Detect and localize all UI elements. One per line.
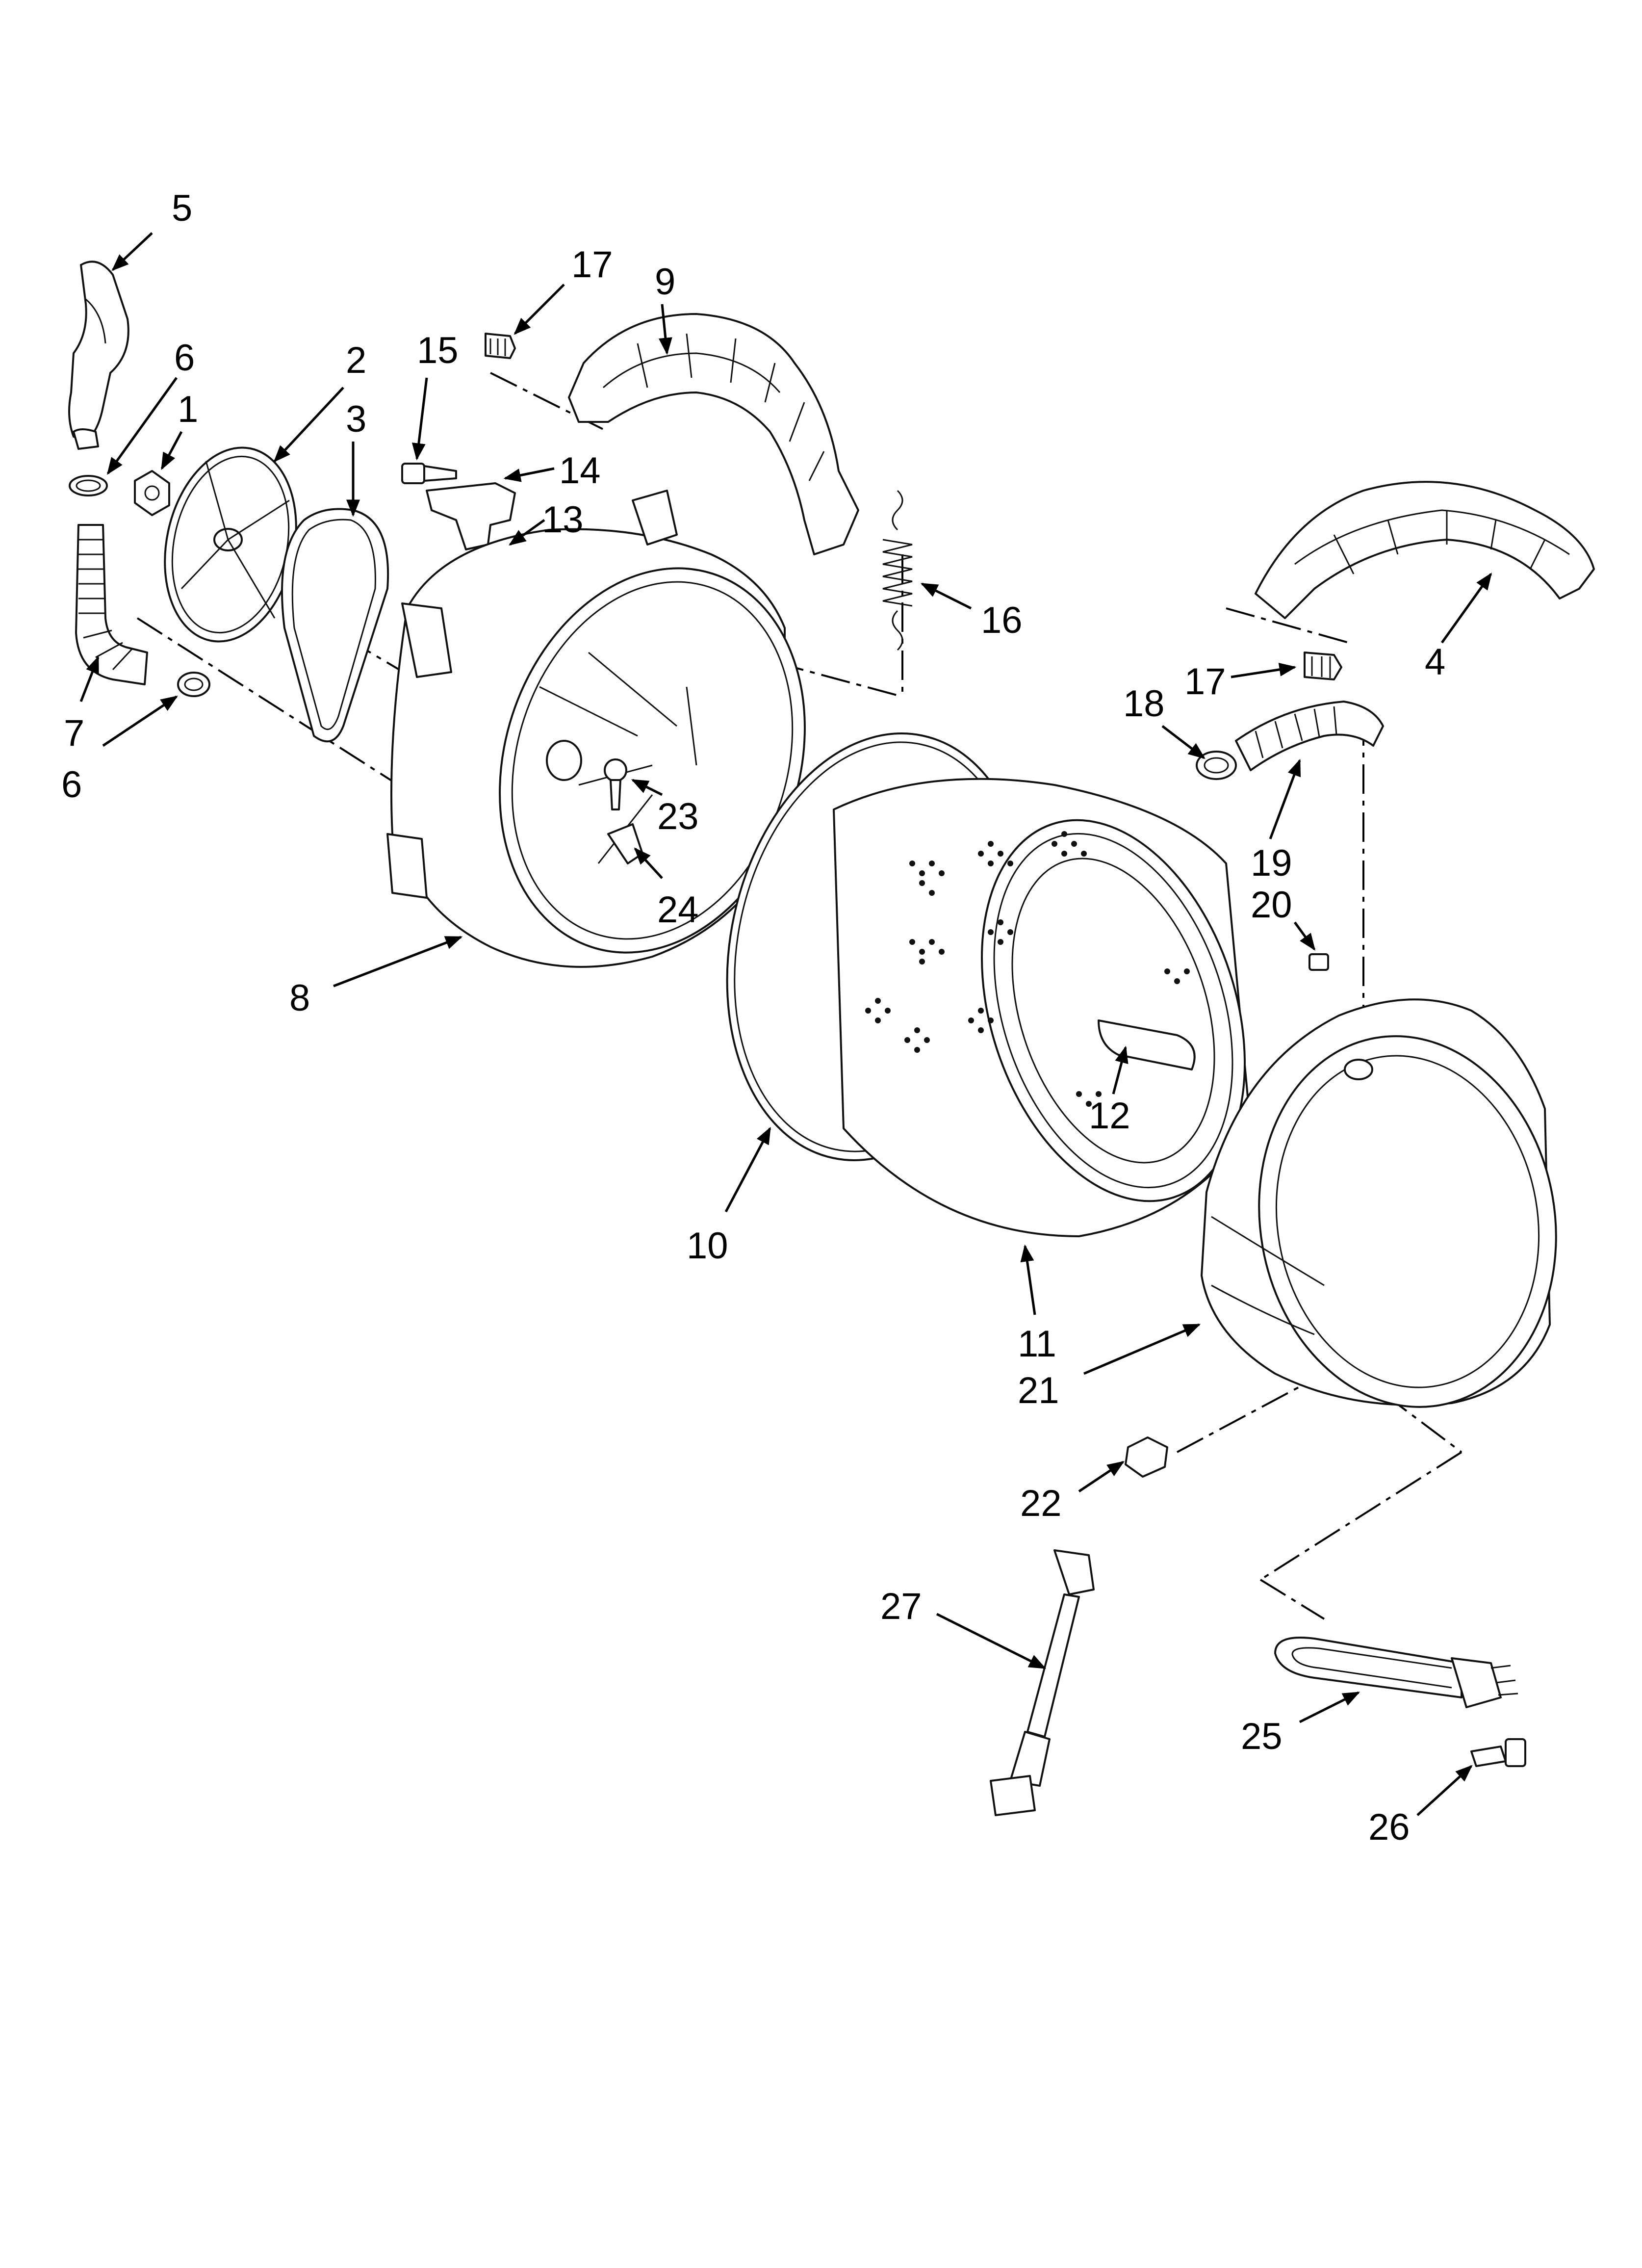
part-27-shock-absorber bbox=[990, 1549, 1095, 1816]
callout-10: 10 bbox=[687, 1225, 728, 1267]
part-14-bracket bbox=[426, 482, 516, 550]
callout-9: 9 bbox=[655, 261, 675, 303]
leader-arrows bbox=[79, 232, 1492, 1816]
callout-27: 27 bbox=[880, 1586, 922, 1627]
part-4-counterweight bbox=[1255, 481, 1595, 619]
callout-21: 21 bbox=[1018, 1370, 1059, 1411]
part-16-spring bbox=[882, 490, 913, 651]
part-1-nut bbox=[134, 470, 170, 516]
callout-16: 16 bbox=[981, 600, 1023, 641]
part-18-hose-clamp bbox=[1196, 751, 1237, 780]
part-25-heater bbox=[1274, 1637, 1518, 1708]
callout-2: 2 bbox=[346, 339, 366, 381]
part-12-baffle bbox=[1098, 1019, 1196, 1070]
callout-22: 22 bbox=[1020, 1483, 1062, 1524]
part-21-front-tub bbox=[1201, 998, 1557, 1408]
callout-23: 23 bbox=[657, 796, 699, 837]
part-26-sensor bbox=[1470, 1738, 1526, 1767]
callout-18: 18 bbox=[1123, 683, 1165, 725]
callout-20: 20 bbox=[1251, 884, 1292, 926]
part-17-bolt-upper bbox=[485, 333, 516, 359]
callout-4: 4 bbox=[1425, 641, 1445, 683]
part-8-rear-tub bbox=[386, 490, 806, 968]
part-7-corrugated-hose bbox=[75, 524, 148, 685]
part-15-screw bbox=[401, 463, 457, 484]
callout-24: 24 bbox=[657, 889, 699, 931]
part-9-counterweight bbox=[568, 313, 859, 555]
callout-17: 17 bbox=[1184, 661, 1226, 703]
callout-17: 17 bbox=[571, 244, 613, 286]
part-22-pad bbox=[1125, 1436, 1168, 1478]
callout-26: 26 bbox=[1368, 1806, 1410, 1848]
part-23-screw bbox=[604, 758, 627, 810]
callout-8: 8 bbox=[289, 977, 310, 1019]
callout-14: 14 bbox=[559, 450, 601, 492]
part-11-wash-basket bbox=[833, 778, 1252, 1237]
callout-15: 15 bbox=[417, 330, 459, 371]
callout-3: 3 bbox=[346, 398, 366, 440]
part-20-clip bbox=[1308, 953, 1329, 971]
callout-6: 6 bbox=[174, 337, 195, 379]
callout-1: 1 bbox=[178, 389, 198, 430]
callout-labels: 5 6 1 7 6 2 3 15 17 9 14 13 16 4 17 18 1… bbox=[61, 187, 1445, 1848]
callout-5: 5 bbox=[172, 187, 192, 229]
part-3-drive-belt bbox=[281, 508, 389, 743]
callout-12: 12 bbox=[1089, 1095, 1130, 1137]
callout-11: 11 bbox=[1018, 1323, 1056, 1365]
part-6-hose-clamp-lower bbox=[177, 672, 210, 697]
callout-19: 19 bbox=[1251, 842, 1292, 884]
part-17-bolt-lower bbox=[1304, 652, 1342, 680]
callout-13: 13 bbox=[542, 499, 584, 541]
callout-7: 7 bbox=[64, 712, 84, 754]
callout-25: 25 bbox=[1241, 1716, 1283, 1757]
part-19-bellow-hose bbox=[1235, 701, 1384, 771]
part-6-hose-clamp-upper bbox=[69, 475, 108, 496]
callout-6: 6 bbox=[61, 764, 82, 806]
part-5-drain-hose-elbow bbox=[68, 261, 129, 450]
